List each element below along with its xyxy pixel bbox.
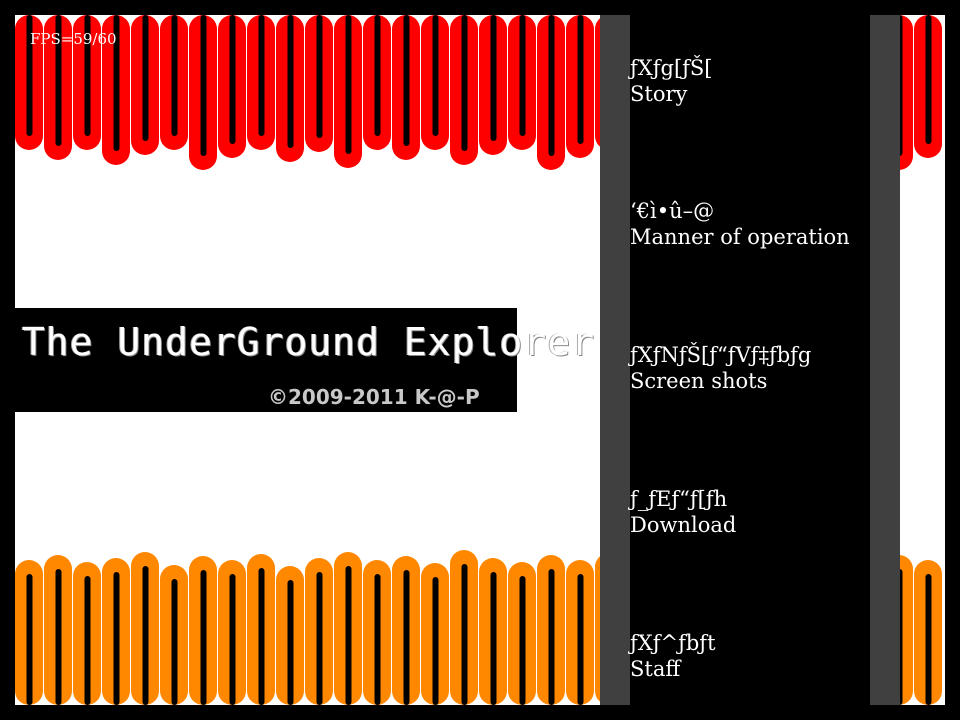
menu-item-download-label: Download <box>630 513 737 537</box>
orange-pillar-stripe <box>200 570 207 705</box>
menu-item-staff[interactable]: ƒXƒ^ƒbƒt Staff <box>630 630 868 682</box>
orange-pillar-stripe <box>171 579 178 705</box>
red-drip-stripe <box>490 15 497 141</box>
menu-item-manner-label: Manner of operation <box>630 225 850 249</box>
orange-pillar-stripe <box>577 574 584 705</box>
game-title-logo: The UnderGround Explorer <box>22 320 596 364</box>
orange-pillar-stripe <box>287 580 294 705</box>
orange-pillar-stripe <box>316 572 323 705</box>
red-drip-stripe <box>229 15 236 144</box>
orange-pillar-stripe <box>461 564 468 705</box>
red-drip-stripe <box>55 15 62 146</box>
title-logo-backdrop <box>15 308 517 412</box>
orange-pillar-stripe <box>84 576 91 705</box>
red-drip-stripe <box>287 15 294 148</box>
red-drip-stripe <box>345 15 352 154</box>
menu-item-screenshots-jp: ƒXƒNƒŠ[ƒ“ƒVƒ‡ƒbƒg <box>630 343 812 367</box>
orange-pillar-stripe <box>345 566 352 705</box>
menu-item-manner-jp: ‘€ì•û–@ <box>630 199 715 223</box>
menu-item-download-jp: ƒ_ƒEƒ“ƒ[ƒh <box>630 487 728 511</box>
red-drip-stripe <box>142 15 149 141</box>
menu-left-rail <box>600 15 630 705</box>
menu-item-staff-label: Staff <box>630 657 681 681</box>
red-drip-stripe <box>200 15 207 156</box>
orange-pillar-stripe <box>490 572 497 705</box>
menu-right-rail <box>870 15 900 705</box>
red-drip-stripe <box>258 15 265 136</box>
menu-item-screen-shots[interactable]: ƒXƒNƒŠ[ƒ“ƒVƒ‡ƒbƒg Screen shots <box>630 342 868 394</box>
orange-pillar-stripe <box>55 569 62 705</box>
orange-pillar-stripe <box>548 569 555 705</box>
red-drip-stripe <box>171 15 178 136</box>
red-drip-stripe <box>519 15 526 136</box>
orange-pillar-stripe <box>113 572 120 705</box>
orange-pillar-stripe <box>26 574 33 705</box>
red-drip-stripe <box>432 15 439 136</box>
red-drip-stripe <box>403 15 410 146</box>
orange-pillar-stripe <box>258 568 265 705</box>
orange-pillar-stripe <box>403 570 410 705</box>
menu-item-screenshots-label: Screen shots <box>630 369 768 393</box>
orange-pillar-stripe <box>432 577 439 705</box>
menu-item-story-jp: ƒXƒg[ƒŠ[ <box>630 56 713 80</box>
menu-item-staff-jp: ƒXƒ^ƒbƒt <box>630 631 716 655</box>
red-drip-stripe <box>26 15 33 136</box>
red-drip-stripe <box>548 15 555 156</box>
menu-item-story[interactable]: ƒXƒg[ƒŠ[ Story <box>630 55 868 107</box>
copyright-notice: ©2009-2011 K-@-P <box>268 385 480 409</box>
red-drip-stripe <box>925 15 932 144</box>
red-drip-stripe <box>374 15 381 136</box>
fps-counter: FPS=59/60 <box>30 30 117 48</box>
menu-item-download[interactable]: ƒ_ƒEƒ“ƒ[ƒh Download <box>630 486 868 538</box>
orange-pillar-stripe <box>142 566 149 705</box>
red-drip-stripe <box>461 15 468 151</box>
menu-panel <box>630 15 870 705</box>
orange-pillar-stripe <box>374 574 381 705</box>
menu-item-story-label: Story <box>630 82 688 106</box>
red-drip-stripe <box>577 15 584 144</box>
orange-pillar-stripe <box>925 574 932 705</box>
red-drip-stripe <box>113 15 120 151</box>
red-drip-stripe <box>84 15 91 136</box>
menu-item-manner-of-operation[interactable]: ‘€ì•û–@ Manner of operation <box>630 198 868 250</box>
orange-pillar-stripe <box>229 574 236 705</box>
orange-pillar-stripe <box>519 576 526 705</box>
red-drip-stripe <box>316 15 323 138</box>
